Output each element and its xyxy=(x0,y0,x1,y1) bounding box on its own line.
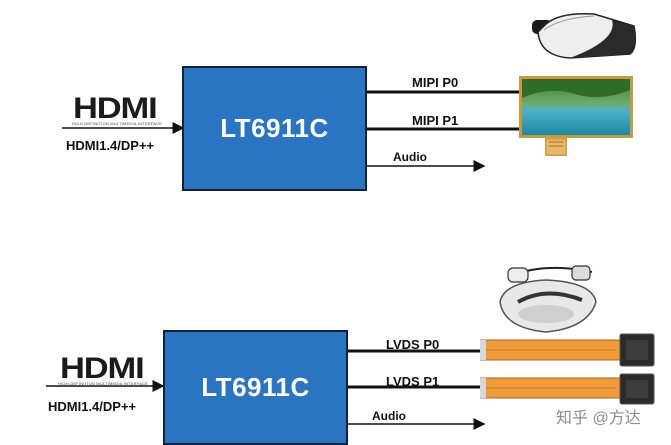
chip-lt6911c-bottom: LT6911C xyxy=(163,330,348,445)
mipi-p0-label: MIPI P0 xyxy=(412,75,459,90)
hdmi-logo-bottom: HDMI xyxy=(60,352,145,385)
hdmi-tagline-bottom: HIGH-DEFINITION MULTIMEDIA INTERFACE xyxy=(58,381,149,386)
chip-label-bottom: LT6911C xyxy=(201,372,310,402)
audio-label-top: Audio xyxy=(393,150,427,164)
headset-icon xyxy=(499,265,597,333)
input-label-bottom: HDMI1.4/DP++ xyxy=(48,399,137,414)
lvds-p1-label: LVDS P1 xyxy=(386,374,440,389)
vr-headset-icon xyxy=(532,12,637,59)
hdmi-logo-top: HDMI xyxy=(73,92,158,125)
hdmi-tagline-top: HIGH-DEFINITION MULTIMEDIA INTERFACE xyxy=(72,121,163,126)
mipi-p1-label: MIPI P1 xyxy=(412,113,459,128)
lvds-panel-icon xyxy=(480,333,655,405)
chip-label-top: LT6911C xyxy=(220,113,329,143)
watermark: 知乎 @方达 xyxy=(556,410,641,427)
lvds-p0-label: LVDS P0 xyxy=(386,337,440,352)
lcd-panel-icon xyxy=(519,76,633,156)
input-label-top: HDMI1.4/DP++ xyxy=(66,138,155,153)
audio-label-bottom: Audio xyxy=(372,409,406,423)
chip-lt6911c-top: LT6911C xyxy=(182,66,367,191)
